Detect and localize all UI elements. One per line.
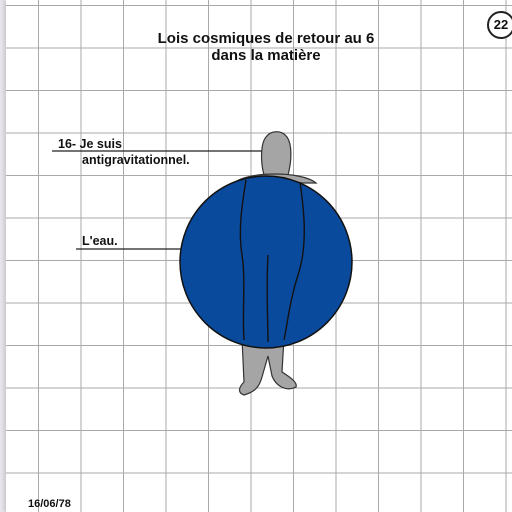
diagram-page: Lois cosmiques de retour au 6 dans la ma… — [6, 0, 512, 512]
figure-illustration — [6, 0, 512, 512]
label-water: L'eau. — [82, 234, 118, 248]
date-stamp: 16/06/78 — [28, 498, 71, 510]
label-antigravitationnel: antigravitationnel. — [82, 153, 190, 167]
water-sphere — [180, 176, 352, 348]
label-je-suis: 16- Je suis — [58, 137, 122, 151]
